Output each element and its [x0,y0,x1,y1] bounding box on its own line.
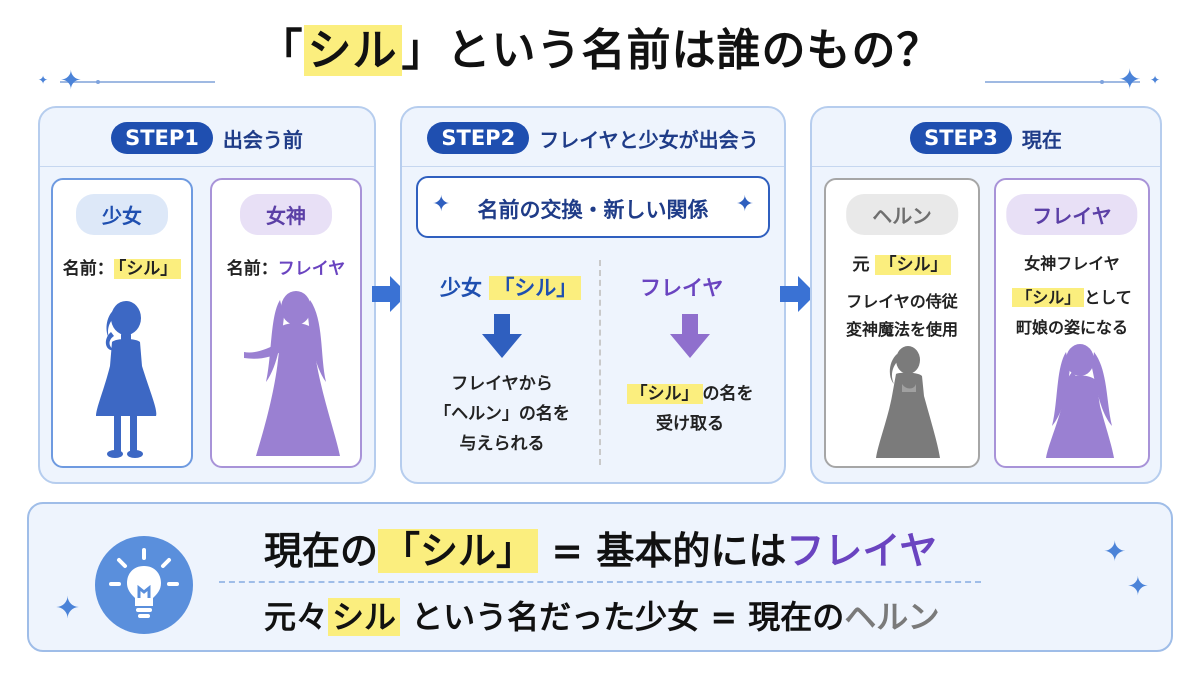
sparkle-icon: ✦ [432,192,451,217]
step2-freya-text: 「シル」の名を 受け取る [602,380,778,440]
step3-heln-card: ヘルン 元 「シル」 フレイヤの侍従 変神魔法を使用 [824,178,980,468]
name-exchange-text: 名前の交換・新しい関係 [477,198,709,222]
step2-header: STEP2 フレイヤと少女が出会う [402,122,784,154]
step1-girl-card: 少女 名前：「シル」 [51,178,193,468]
title-close-bracket: 」 [401,25,447,76]
summary-line1-b: = 基本的には [538,529,787,573]
girl-name: 名前：「シル」 [53,254,191,279]
heln-line2: フレイヤの侍従 [846,292,958,311]
down-arrow-icon [670,314,710,358]
summary-line1-c: フレイヤ [786,529,938,573]
girl-name-value: 「シル」 [113,259,182,279]
summary-line2: 元々シル という名だった少女 = 現在のヘルン [264,592,940,638]
right-arrow-icon [372,276,408,312]
freya-line2-hl: 「シル」 [1012,288,1085,307]
step2-girl-text: フレイヤから 「ヘルン」の名を 与えられる [412,370,592,459]
step2-freya-line1-hl: 「シル」 [626,384,703,404]
page-title: 「シル」という名前は誰のもの？ [0,14,1200,78]
girl-silhouette [876,346,940,458]
step3-freya-card: フレイヤ 女神フレイヤ 「シル」として 町娘の姿になる [994,178,1150,468]
deco-dot [1100,80,1104,84]
summary-divider [219,581,981,583]
step3-divider [812,166,1160,167]
heln-pill: ヘルン [846,194,958,235]
title-highlight: シル [303,25,402,76]
right-arrow-icon [780,276,816,312]
goddess-silhouette [1046,344,1114,458]
step1-label: 出会う前 [222,127,303,152]
summary-line2-hl: シル [328,598,401,636]
summary-line2-c: ヘルン [844,598,940,636]
title-open-bracket: 「 [258,25,304,76]
step1-badge: STEP1 [111,122,213,154]
sparkle-icon: ✦ [1150,73,1161,87]
sparkle-icon: ✦ [1118,63,1142,96]
step2-girl-line2: 「ヘルン」の名を [434,403,570,424]
step2-freya-line1: 「シル」の名を [602,380,778,410]
heln-line1-prefix: 元 [852,255,870,275]
freya-line2-rest: として [1084,288,1132,307]
deco-dot [96,80,100,84]
girl-name-prefix: 名前： [62,259,114,279]
step2-freya-line1-rest: の名を [702,384,754,404]
goddess-name: 名前：フレイヤ [212,254,360,279]
step2-girl-heading-b: 「シル」 [489,276,582,300]
sparkle-icon: ✦ [1103,535,1127,568]
goddess-silhouette [244,291,340,456]
heln-line1-hl: 「シル」 [875,255,952,275]
summary-line2-a: 元々 [264,598,329,636]
step2-girl-line3: 与えられる [459,433,545,454]
title-deco-line-left [60,81,215,83]
freya-line2: 「シル」として [996,284,1148,308]
step3-badge: STEP3 [910,122,1012,154]
step2-girl-heading: 少女 「シル」 [440,272,582,302]
sparkle-icon: ✦ [735,192,754,217]
step3-header: STEP3 現在 [812,122,1160,154]
heln-line1: 元 「シル」 [826,250,978,275]
step1-header: STEP1 出会う前 [40,122,374,154]
step1-divider [40,166,374,167]
step3-panel: STEP3 現在 ヘルン 元 「シル」 フレイヤの侍従 変神魔法を使用 フレイヤ … [810,106,1162,484]
freya-line3: 町娘の姿になる [1015,318,1128,337]
step2-badge: STEP2 [427,122,530,154]
girl-silhouette [96,301,157,458]
step2-divider [402,166,784,167]
step2-column-divider [599,260,601,465]
goddess-pill: 女神 [240,194,332,235]
sparkle-icon: ✦ [1127,572,1149,602]
step2-girl-heading-a: 少女 [440,276,482,300]
summary-line1-hl: 「シル」 [378,529,539,573]
lightbulb-icon [95,536,193,634]
goddess-name-prefix: 名前： [226,259,278,279]
summary-box: 現在の「シル」 = 基本的にはフレイヤ 元々シル という名だった少女 = 現在の… [27,502,1173,652]
sparkle-icon: ✦ [55,591,81,626]
step1-goddess-card: 女神 名前：フレイヤ [210,178,362,468]
freya-line1: 女神フレイヤ [1024,254,1120,273]
sparkle-icon: ✦ [38,73,49,87]
goddess-name-value: フレイヤ [277,259,346,279]
summary-line2-b: という名だった少女 = 現在の [400,598,845,636]
name-exchange-box: ✦ 名前の交換・新しい関係 ✦ [416,176,770,238]
step3-label: 現在 [1021,127,1062,152]
freya-pill: フレイヤ [1006,194,1138,235]
step2-girl-line1: フレイヤから [451,374,553,394]
girl-pill: 少女 [76,194,168,235]
heln-line3: 変神魔法を使用 [845,320,958,339]
step2-freya-line2: 受け取る [656,413,724,434]
summary-line1-a: 現在の [264,529,379,573]
down-arrow-icon [482,314,522,358]
title-rest: という名前は誰のもの？ [446,25,942,76]
title-deco-line-right [985,81,1140,83]
summary-line1: 現在の「シル」 = 基本的にはフレイヤ [264,520,937,575]
sparkle-icon: ✦ [60,66,82,96]
step2-panel: STEP2 フレイヤと少女が出会う ✦ 名前の交換・新しい関係 ✦ 少女 「シル」… [400,106,786,484]
step2-label: フレイヤと少女が出会う [539,127,759,152]
step2-freya-heading: フレイヤ [640,276,724,300]
